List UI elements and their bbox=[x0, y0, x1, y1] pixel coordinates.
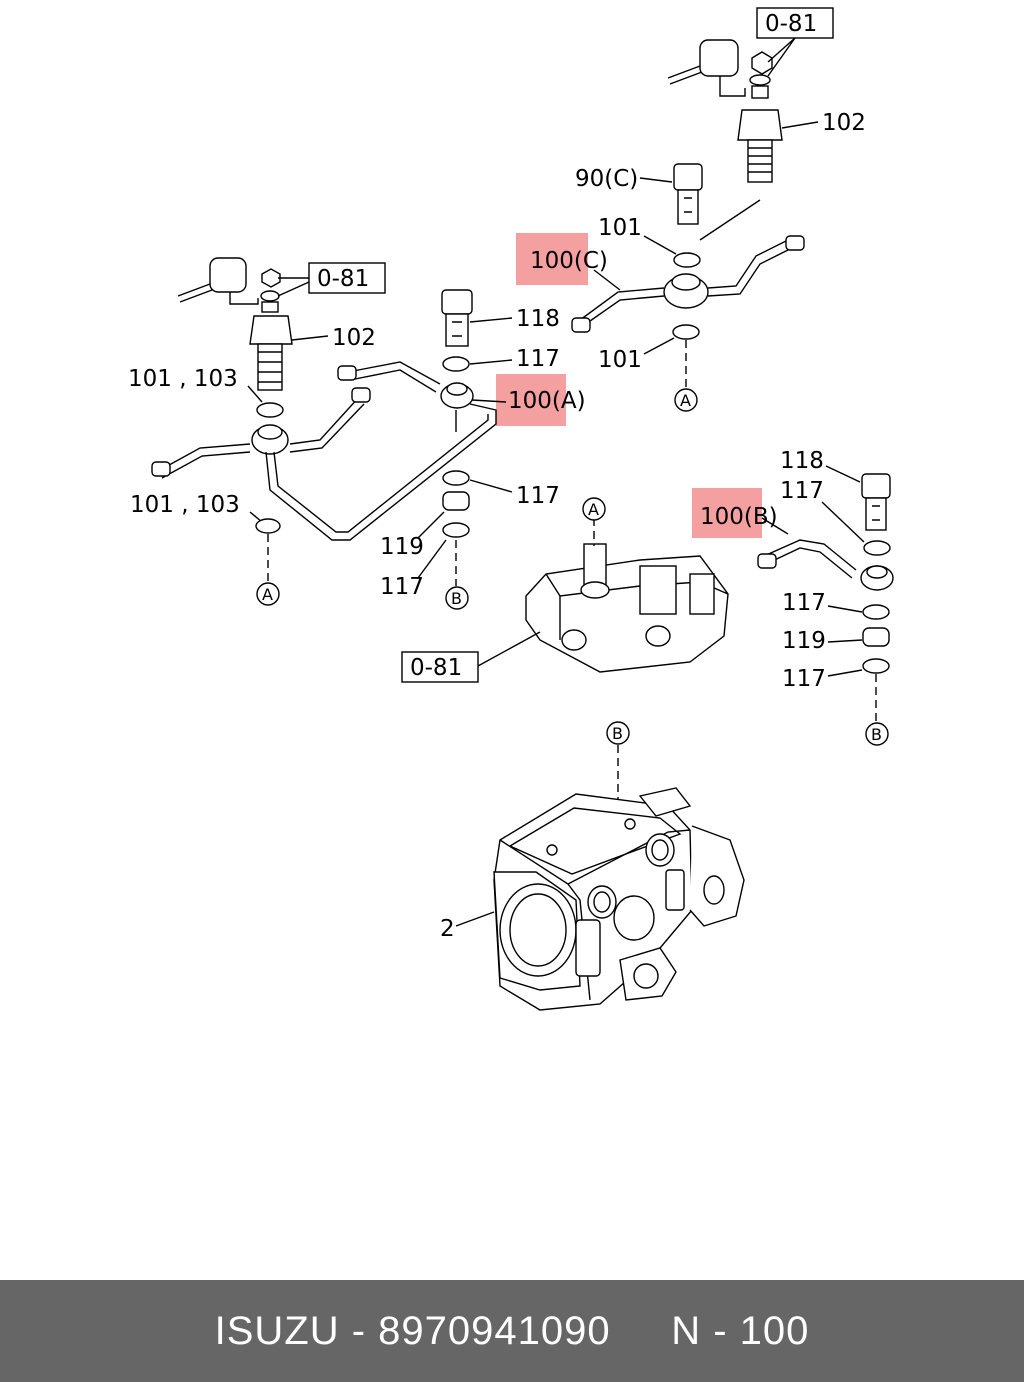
washer-101-lower bbox=[672, 324, 700, 340]
footer-bar: ISUZU - 8970941090 N - 100 bbox=[0, 1280, 1024, 1382]
label-102-left: 102 bbox=[332, 325, 376, 351]
ref-label-081-cover: 0-81 bbox=[410, 655, 462, 681]
ref-label-081-left: 0-81 bbox=[317, 266, 369, 292]
circle-a-right-label: A bbox=[680, 391, 691, 410]
circle-b-mid-label: B bbox=[451, 589, 462, 608]
label-100b: 100(B) bbox=[700, 504, 778, 530]
washer-117-mid-2 bbox=[442, 470, 470, 486]
label-100a: 100(A) bbox=[508, 388, 586, 414]
label-117-mid-3: 117 bbox=[380, 574, 424, 600]
ref-box-081-cover bbox=[401, 651, 479, 683]
footer-gap bbox=[611, 1309, 672, 1354]
label-119-right: 119 bbox=[782, 628, 826, 654]
ref-label-081-top: 0-81 bbox=[765, 11, 817, 37]
spacer-119-mid bbox=[442, 491, 470, 511]
pipe-left-tee bbox=[151, 387, 371, 479]
washer-101-upper bbox=[673, 252, 701, 268]
pipe-100c bbox=[571, 235, 805, 333]
label-118-mid: 118 bbox=[516, 306, 560, 332]
label-102-top: 102 bbox=[822, 110, 866, 136]
label-117-right-2: 117 bbox=[782, 590, 826, 616]
circle-a-left bbox=[256, 582, 280, 606]
label-101-upper: 101 bbox=[598, 215, 642, 241]
washer-117-mid-3 bbox=[442, 522, 470, 538]
circle-a-cover-label: A bbox=[588, 500, 599, 519]
pump-housing bbox=[493, 787, 745, 1011]
label-117-mid-1: 117 bbox=[516, 346, 560, 372]
label-117-mid-2: 117 bbox=[516, 483, 560, 509]
label-117-right-3: 117 bbox=[782, 666, 826, 692]
circle-a-cover bbox=[582, 497, 606, 521]
circle-b-body bbox=[606, 721, 630, 745]
spacer-119-right bbox=[862, 627, 890, 647]
label-90c: 90(C) bbox=[575, 166, 638, 192]
washer-117-right-1 bbox=[863, 540, 891, 556]
circle-a-right bbox=[674, 388, 698, 412]
label-101-lower: 101 bbox=[598, 347, 642, 373]
distributor-head-cover bbox=[525, 543, 729, 673]
circle-b-body-label: B bbox=[612, 724, 623, 743]
label-100c: 100(C) bbox=[530, 248, 608, 274]
washer-117-mid-1 bbox=[442, 356, 470, 372]
footer-page: N - 100 bbox=[671, 1308, 810, 1353]
ref-box-081-top bbox=[756, 7, 834, 39]
banjo-bolt-90c bbox=[673, 163, 703, 225]
label-2: 2 bbox=[440, 916, 455, 942]
highlight-100b bbox=[692, 488, 762, 538]
label-119-mid: 119 bbox=[380, 534, 424, 560]
washer-117-right-3 bbox=[862, 658, 890, 674]
pipe-100a bbox=[265, 361, 497, 541]
pipe-100b bbox=[757, 539, 894, 591]
circle-b-right-label: B bbox=[871, 725, 882, 744]
label-101-103-lower: 101 , 103 bbox=[130, 492, 240, 518]
ref-box-081-left bbox=[308, 262, 386, 294]
highlight-100c bbox=[516, 233, 588, 285]
washer-117-right-2 bbox=[862, 604, 890, 620]
circle-b-mid bbox=[445, 586, 469, 610]
label-118-right: 118 bbox=[780, 448, 824, 474]
parts-diagram: 0-81 102 90(C) 101 100(C) 101 A bbox=[128, 7, 894, 1011]
highlight-100a bbox=[496, 374, 566, 426]
label-101-103-upper: 101 , 103 bbox=[128, 366, 238, 392]
injector-left bbox=[177, 257, 293, 391]
washer-101-103-lower bbox=[255, 518, 281, 534]
washer-101-103-upper bbox=[256, 402, 284, 418]
footer-part-number: 8970941090 bbox=[378, 1308, 611, 1353]
banjo-bolt-118-right bbox=[861, 473, 891, 531]
banjo-bolt-118-mid bbox=[441, 289, 473, 347]
injector-top-right bbox=[667, 39, 783, 183]
footer-separator: - bbox=[339, 1308, 379, 1353]
circle-a-left-label: A bbox=[262, 585, 273, 604]
label-117-right-1: 117 bbox=[780, 478, 824, 504]
footer-brand: ISUZU bbox=[214, 1308, 340, 1353]
circle-b-right bbox=[865, 722, 889, 746]
